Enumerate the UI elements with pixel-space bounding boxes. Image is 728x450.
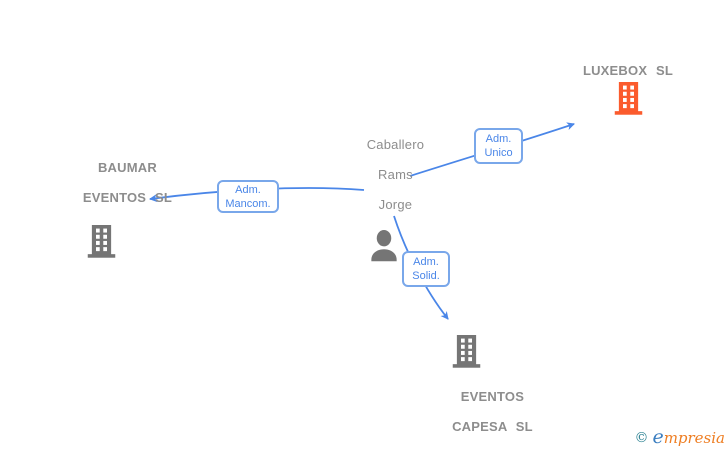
relation-unico-line1: Adm. [485,133,512,145]
node-capesa[interactable]: EVENTOS CAPESA SL [396,333,536,449]
brand-rest: mpresia [663,429,725,447]
person-name-line2: Rams [378,167,413,182]
node-baumar[interactable]: BAUMAR EVENTOS SL [30,145,172,260]
company-name-baumar-line1: BAUMAR [97,160,157,175]
company-name-capesa-line1: EVENTOS [460,389,525,404]
relation-label-adm-solid: Adm. Solid. [402,251,450,287]
relation-mancom-line2: Mancom. [225,197,271,210]
company-name-baumar[interactable]: BAUMAR EVENTOS SL [30,145,172,220]
company-name-baumar-line2: EVENTOS SL [82,190,172,205]
empresia-watermark[interactable]: ©empresia [634,426,725,448]
node-person[interactable]: Caballero Rams Jorge [314,122,454,265]
building-icon-baumar[interactable] [85,223,118,260]
node-luxebox[interactable]: LUXEBOX SL [560,63,696,117]
relation-mancom-line1: Adm. [235,183,261,196]
relation-label-adm-mancom: Adm. Mancom. [217,180,279,213]
copyright-symbol: © [634,430,649,446]
relation-label-adm-unico: Adm. Unico [474,128,523,164]
company-name-capesa[interactable]: EVENTOS CAPESA SL [399,374,533,449]
relation-unico-line2: Unico [484,147,513,159]
company-name-luxebox[interactable]: LUXEBOX SL [582,63,674,78]
building-icon-capesa[interactable] [450,333,483,370]
person-icon[interactable] [365,228,403,265]
person-name-line3: Jorge [378,197,413,212]
relation-solid-line2: Solid. [412,270,440,282]
person-name[interactable]: Caballero Rams Jorge [344,122,424,227]
building-icon-luxebox[interactable] [612,80,645,117]
person-name-line1: Caballero [366,137,425,152]
company-name-capesa-line2: CAPESA SL [452,419,533,434]
brand-initial: e [652,426,664,448]
relation-solid-line1: Adm. [413,256,439,268]
